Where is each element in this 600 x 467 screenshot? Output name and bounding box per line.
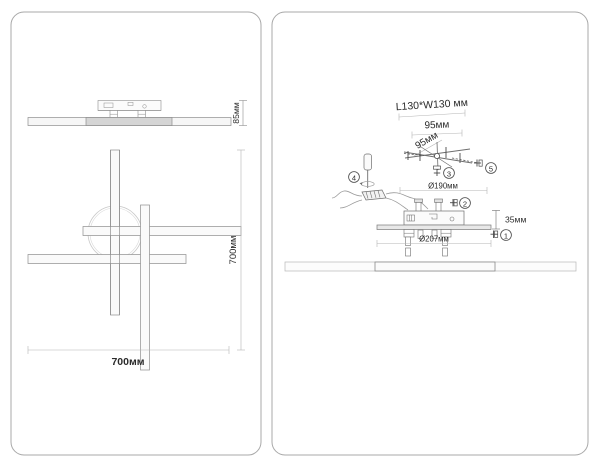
- dim-l130-label: L130*W130 мм: [395, 97, 468, 113]
- base-body-bracket-detail: [429, 213, 438, 220]
- mounting-bracket-icon: [403, 141, 483, 176]
- wire-left-lower: [339, 199, 363, 209]
- callout-2-circle: [459, 197, 471, 209]
- bracket-screw-item5: [474, 159, 483, 167]
- base-lower-spacer-right: [440, 229, 452, 257]
- dim-plate-inner-190mm: Ø190мм: [399, 182, 488, 194]
- bracket-screw-item3: [433, 165, 441, 176]
- base-lower-pin-mid-right: [431, 229, 438, 239]
- base-body-terminal-slots: [409, 215, 412, 221]
- dim-85-label: 85мм: [231, 102, 241, 123]
- side-elevation-view: [27, 100, 232, 126]
- dim-width-700mm: 700мм: [27, 346, 230, 368]
- wire-right-lower: [385, 197, 409, 211]
- callout-4: 4: [348, 171, 360, 183]
- dim-95h-line: [411, 132, 463, 136]
- top-plan-view: [27, 149, 242, 371]
- callout-5: 5: [485, 162, 497, 174]
- callout-3: 3: [443, 167, 455, 179]
- base-body-box: [403, 210, 465, 226]
- callout-1-circle: [500, 229, 512, 241]
- dim-l130-line: [398, 112, 466, 118]
- left-panel-border: [10, 11, 262, 456]
- terminal-block-screws: [365, 190, 381, 199]
- plan-bar-vertical-d: [140, 204, 150, 371]
- elev-plate-detail-left: [103, 102, 114, 108]
- screwdriver-icon: [359, 153, 375, 188]
- callout-5-circle: [485, 162, 497, 174]
- callout-4-circle: [348, 171, 360, 183]
- base-upper-spacer-left: [414, 198, 423, 212]
- callout-3-circle: [443, 167, 455, 179]
- plan-bar-horizontal-c: [27, 254, 187, 264]
- callout-2-label: 2: [463, 199, 467, 208]
- base-lower-pin-mid-left: [417, 229, 424, 239]
- dim-plate-outer-207mm: Ø207мм: [376, 235, 492, 247]
- dim-width-label: 700мм: [111, 356, 144, 368]
- callout-3-label: 3: [447, 169, 451, 178]
- dim-bracket-span-95mm: 95мм: [411, 120, 463, 139]
- elev-lamp-bar-cross: [85, 117, 173, 126]
- dim-35-label: 35мм: [505, 215, 526, 225]
- dim-depth-label: 700мм: [228, 236, 239, 265]
- lamp-bar-icon: [284, 261, 577, 272]
- dim-207-label: Ø207мм: [419, 235, 449, 244]
- callout-1-screw: [490, 230, 499, 238]
- dim-95h-label: 95мм: [424, 120, 449, 132]
- left-panel: 85мм 700мм: [10, 11, 262, 456]
- bracket-screw-marks: [407, 147, 461, 163]
- base-wide-plate: [376, 224, 492, 230]
- bracket-center-hub: [433, 152, 440, 159]
- callout-1: 1: [500, 229, 512, 241]
- wire-left: [331, 190, 363, 199]
- dim-depth-700mm: 700мм: [228, 149, 245, 351]
- bracket-dash-right: [451, 157, 479, 164]
- screwdriver-rotation-arrow: [359, 182, 363, 185]
- base-upper-spacer-right: [434, 198, 443, 212]
- base-lower-spacer-left: [403, 229, 415, 257]
- base-screw-item2: [450, 199, 458, 207]
- callout-1-label: 1: [504, 231, 508, 240]
- elev-plate-detail-mid: [127, 102, 134, 106]
- callout-2: 2: [459, 197, 471, 209]
- terminal-block-icon: [331, 189, 429, 211]
- screwdriver-handle: [363, 153, 372, 171]
- callout-4-label: 4: [352, 173, 356, 182]
- callout-5-label: 5: [489, 164, 493, 173]
- dim-bracket-l130-w130: L130*W130 мм: [395, 97, 468, 121]
- base-body-terminal: [406, 214, 415, 222]
- base-body-hole: [449, 216, 455, 222]
- bracket-dash-left: [403, 153, 425, 156]
- lamp-bar-center-segment: [374, 261, 496, 272]
- base-plate-icon: [376, 198, 492, 257]
- dim-base-height-35mm: 35мм: [492, 210, 526, 230]
- wire-right: [385, 192, 429, 210]
- dim-190-label: Ø190мм: [428, 182, 458, 191]
- right-panel: L130*W130 мм 95мм 95мм: [271, 11, 589, 456]
- dim-height-85mm: 85мм: [231, 100, 247, 126]
- elev-plate-detail-hole: [142, 104, 147, 109]
- right-panel-border: [271, 11, 589, 456]
- plan-bar-horizontal-b: [82, 226, 242, 236]
